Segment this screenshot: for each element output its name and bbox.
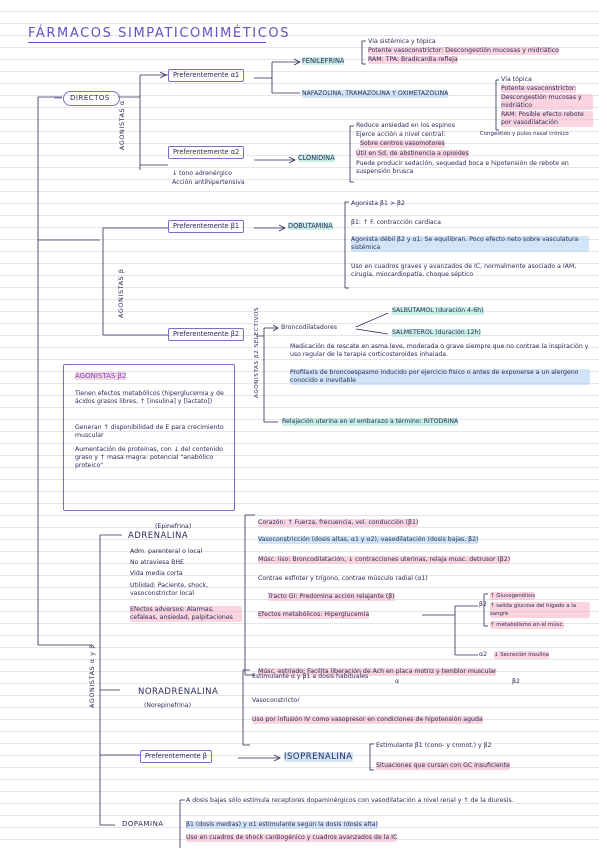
adrenalina-b2-note-3: ↑ metabolismo en el músc.: [490, 621, 565, 629]
clonidina-note-3: Sobre centros vasomotores: [360, 140, 445, 148]
adrenalina-prop-5: Efectos adversos: Alarmas, cefaleas, ans…: [130, 606, 242, 622]
adrenalina-musc-estriado-beta2: β2: [512, 678, 520, 685]
dobutamina-label: DOBUTAMINA: [288, 222, 333, 230]
agonistas-beta-label: AGONISTAS β: [117, 268, 125, 318]
agonistas-b2-sidebox: [63, 364, 235, 511]
adrenalina-b2-label: β2: [479, 601, 487, 608]
adrenalina-b2-note-1: ↑ Glucogenólisis: [490, 592, 536, 600]
clonidina-note-1: Reduce ansiedad en los espinos: [356, 122, 455, 129]
adrenalina-musc-estriado-alpha: α: [395, 678, 400, 685]
nafazolina-label: NAFAZOLINA, TRAMAZOLINA Y OXIMETAZOLINA: [302, 90, 449, 98]
nafazolina-note-2: Potente vasoconstrictor:: [501, 85, 577, 93]
adrenalina-prop-2: No atraviesa BHE: [130, 559, 184, 566]
dopamina-note-1: A dosis bajas sólo estimula receptores d…: [186, 797, 514, 804]
dobutamina-note-4: Uso en cuadros graves y avanzados de IC,…: [351, 263, 577, 278]
pref-alpha2-box: Preferentemente α2: [168, 146, 245, 159]
adrenalina-alias: (Epinefrina): [155, 523, 192, 530]
sidebox-title: AGONISTAS β2: [75, 372, 127, 380]
adrenalina-label: ADRENALINA: [128, 531, 189, 541]
sidebox-item-1: Tienen efectos metabólicos (hiperglucemi…: [75, 390, 224, 405]
beta2-selectivos-label: AGONISTAS β2 SELECTIVOS: [254, 306, 260, 398]
pref-beta-box: Preferentemente β: [140, 750, 212, 763]
noradrenalina-note-1: Estimulante α y β1 a dosis habituales: [252, 673, 369, 680]
adrenalina-contrae: Contrae esfínter y trígono, contrae músc…: [258, 575, 428, 582]
alpha2-effect-1: ↓ tono adrenérgico: [172, 170, 232, 177]
dobutamina-note-1: Agonista β1 > β2: [351, 200, 405, 207]
adrenalina-metabolicos: Efectos metabólicos: Hiperglucemia: [258, 611, 370, 619]
agonistas-alpha-label: AGONISTAS α: [118, 100, 126, 150]
adrenalina-musc-estriado: Músc. estriado: Facilita liberación de A…: [258, 668, 497, 676]
dobutamina-note-3: Agonista débil β2 y α1: Se equilibran. P…: [351, 236, 589, 252]
dopamina-note-2: β1 (dosis medias) y α1 estimulante según…: [186, 821, 378, 829]
adrenalina-b2-note-2: ↑ salida glucosa del hígado a la sangre: [490, 602, 590, 618]
salmeterol-label: SALMETEROL (duración 12h): [392, 329, 481, 337]
clonidina-note-2: Ejerce acción a nivel central:: [356, 131, 446, 138]
sidebox-item-3: Aumentación de proteínas, con ↓ del cont…: [75, 446, 223, 469]
broncodilatadores-label: Broncodilatadores: [281, 324, 338, 331]
directos-box: [63, 91, 120, 106]
beta2-note-1: Medicación de rescate en asma leve, mode…: [290, 343, 589, 358]
title-underline: [28, 42, 266, 43]
adrenalina-prop-1: Adm. parenteral o local: [130, 548, 203, 555]
nafazolina-note-3: Descongestión mucosas y midriático: [501, 94, 593, 110]
fenilefrina-note-3: RAM: TPA: Bradicardia refleja: [368, 56, 458, 64]
adrenalina-tracto: Tracto GI: Predomina acción relajante (β…: [268, 593, 395, 601]
adrenalina-a2-note: ↓ Secreción insulina: [494, 651, 550, 659]
page-title: FÁRMACOS SIMPATICOMIMÉTICOS: [28, 26, 291, 41]
dobutamina-note-2: β1: ↑ F. contracción cardíaca: [351, 219, 441, 226]
isoprenalina-note-1: Estimulante β1 (cono- y cronot.) y β2: [376, 742, 492, 749]
agonistas-alpha-beta-label: AGONISTAS α y β: [88, 644, 96, 708]
dopamina-label: DOPAMINA: [122, 820, 164, 828]
pref-beta2-box: Preferentemente β2: [168, 328, 245, 341]
fenilefrina-note-1: Vía sistémica y tópica: [368, 38, 436, 45]
isoprenalina-note-2: Situaciones que cursan con GC insuficien…: [376, 762, 510, 770]
isoprenalina-label: ISOPRENALINA: [284, 752, 353, 762]
adrenalina-corazon: Corazón: ↑ Fuerza, frecuencia, vel. cond…: [258, 519, 419, 527]
noradrenalina-alias: (Norepinefrina): [144, 702, 191, 709]
noradrenalina-note-2: Vasoconstrictor: [252, 697, 300, 704]
clonidina-note-5: Puede producir sedación, sequedad boca e…: [356, 160, 569, 175]
adrenalina-prop-3: Vida media corta: [130, 570, 183, 577]
alpha2-effect-2: Acción antihipertensiva: [172, 179, 245, 186]
adrenalina-a2-label: α2: [479, 651, 488, 658]
nafazolina-note-4: RAM: Posible efecto rebote por vasodilat…: [501, 111, 593, 127]
clonidina-label: CLONIDINA: [298, 154, 335, 162]
fenilefrina-note-2: Potente vasoconstrictor: Descongestión m…: [368, 47, 559, 55]
fenilefrina-label: FENILEFRINA: [302, 57, 345, 65]
adrenalina-prop-4: Utilidad: Paciente, shock, vasoconstrict…: [130, 582, 208, 597]
directos-label: DIRECTOS: [70, 94, 110, 102]
pref-beta1-box: Preferentemente β1: [168, 220, 245, 233]
nafazolina-note-1: Vía tópica: [501, 76, 532, 83]
beta2-note-2: Profilaxis de broncoespasmo inducido por…: [290, 369, 590, 385]
dopamina-note-3: Uso en cuadros de shock cardiogénico y c…: [186, 834, 398, 842]
adrenalina-vaso: Vasoconstricción (dosis altas, α1 y α2),…: [258, 536, 479, 544]
salbutamol-label: SALBUTAMOL (duración 4-6h): [392, 307, 484, 315]
noradrenalina-label: NORADRENALINA: [138, 687, 219, 697]
relajacion-uterina: Relajación uterina en el embarazo a térm…: [282, 418, 459, 426]
nafazolina-note-5: Congestión y pulso nasal crónico: [480, 131, 569, 137]
sidebox-item-2: Generan ↑ disponibilidad de E para creci…: [75, 424, 224, 439]
clonidina-note-4: Útil en Sd. de abstinencia a opioides: [356, 150, 469, 158]
noradrenalina-note-3: Uso por infusión IV como vasopresor en c…: [252, 716, 483, 724]
pref-alpha1-box: Preferentemente α1: [168, 69, 245, 82]
adrenalina-musc-liso: Músc. liso: Broncodilatación, ↓ contracc…: [258, 556, 511, 564]
